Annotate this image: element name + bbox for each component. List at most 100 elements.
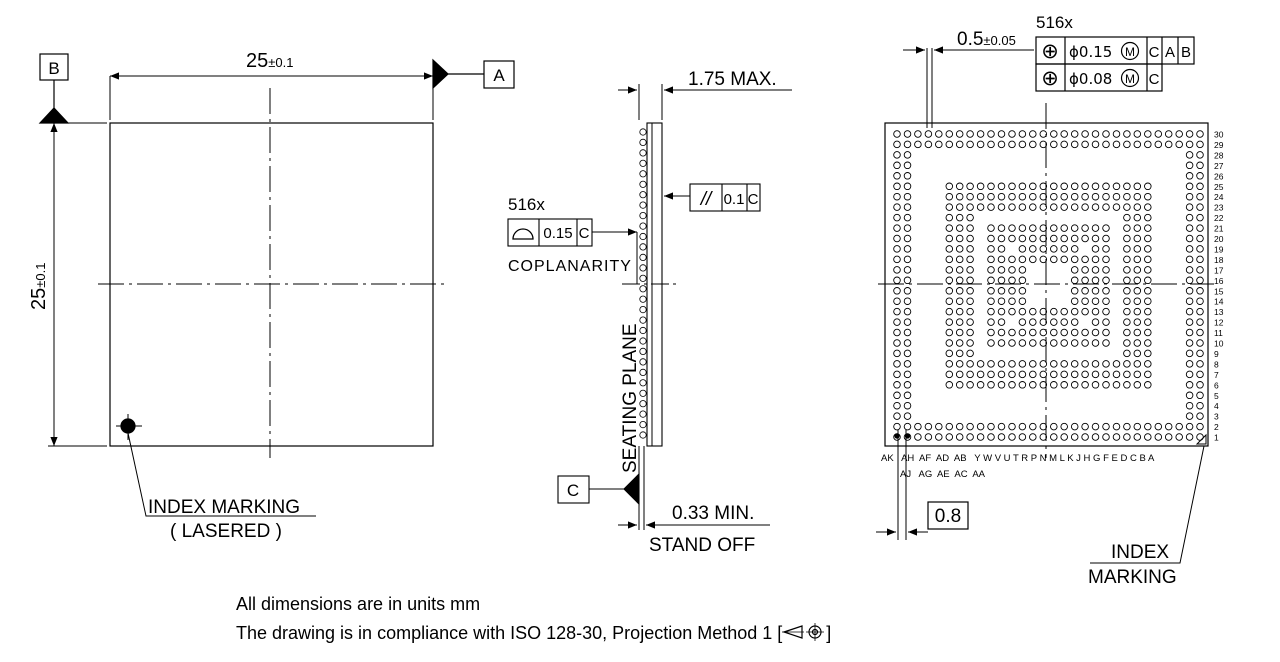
solder-ball [1081, 255, 1089, 264]
solder-ball [1196, 161, 1204, 170]
solder-ball [955, 213, 964, 222]
solder-ball [893, 213, 901, 222]
solder-ball [914, 140, 922, 149]
solder-ball [1081, 422, 1089, 431]
solder-ball [1039, 328, 1048, 337]
solder-ball [893, 224, 901, 232]
solder-ball [903, 381, 912, 389]
solder-ball [987, 203, 995, 211]
fcf1-datum-a: A [1165, 44, 1175, 61]
solder-ball [1008, 130, 1016, 138]
side-ball [639, 138, 647, 146]
solder-ball [966, 245, 974, 253]
row-numbers: 3029282726252423222120191817161514131211… [1214, 130, 1224, 443]
solder-ball [1008, 381, 1016, 389]
solder-ball [945, 192, 954, 201]
side-ball [639, 191, 647, 199]
solder-ball [966, 224, 974, 232]
solder-ball [1175, 130, 1183, 138]
solder-ball [997, 182, 1006, 191]
solder-ball [976, 130, 985, 138]
max-height-label: 1.75 MAX. [688, 69, 777, 90]
solder-ball [1091, 360, 1100, 368]
row-number-label: 18 [1214, 255, 1224, 265]
solder-ball [976, 422, 985, 431]
solder-ball [1185, 276, 1194, 285]
solder-ball [1196, 172, 1204, 180]
solder-ball [966, 213, 974, 222]
solder-ball [1039, 192, 1048, 201]
solder-ball [976, 203, 985, 211]
solder-ball [1091, 433, 1100, 441]
solder-ball [1039, 360, 1048, 368]
solder-ball [1070, 255, 1079, 264]
solder-ball [955, 255, 964, 264]
solder-ball [1164, 433, 1173, 441]
front-view [38, 53, 515, 517]
solder-ball [1144, 381, 1152, 389]
solder-ball [1070, 130, 1079, 138]
solder-ball [1060, 130, 1068, 138]
mmc-circle-2 [1120, 68, 1140, 88]
datum-a-label: A [493, 66, 505, 85]
solder-ball [945, 433, 954, 441]
solder-ball [893, 276, 901, 285]
solder-ball [1018, 433, 1027, 441]
solder-ball [903, 255, 912, 264]
solder-ball [1091, 276, 1100, 285]
solder-ball [1008, 192, 1016, 201]
solder-ball [1133, 433, 1142, 441]
solder-ball [997, 422, 1006, 431]
solder-ball [1112, 381, 1121, 389]
note-iso: The drawing is in compliance with ISO 12… [236, 622, 831, 644]
height-dimension-text: 25±0.1 [28, 263, 50, 310]
solder-ball [1018, 381, 1027, 389]
index-marking-label: INDEX MARKING [148, 497, 300, 518]
solder-ball [945, 213, 954, 222]
solder-ball [1060, 433, 1068, 441]
row-number-label: 11 [1214, 328, 1223, 338]
coplanarity-value: 0.15 [543, 225, 572, 242]
solder-ball [1008, 287, 1016, 295]
solder-ball [987, 433, 995, 441]
solder-ball [1102, 192, 1110, 201]
solder-ball [903, 203, 912, 211]
solder-ball [1144, 234, 1152, 243]
bottom-view [876, 36, 1214, 564]
solder-ball [893, 349, 901, 358]
solder-ball [1081, 130, 1089, 138]
side-ball [639, 128, 647, 136]
solder-ball [1091, 370, 1100, 379]
solder-ball [1070, 360, 1079, 368]
solder-ball [945, 370, 954, 379]
mmc-circle-1 [1120, 41, 1140, 61]
solder-ball [893, 360, 901, 368]
row-number-label: 28 [1214, 150, 1224, 160]
solder-ball [1102, 130, 1110, 138]
lasered-label: ( LASERED ) [170, 521, 282, 542]
solder-ball [945, 349, 954, 358]
solder-ball [1123, 245, 1131, 253]
solder-ball [1112, 360, 1121, 368]
solder-ball [1039, 381, 1048, 389]
solder-ball [1070, 234, 1079, 243]
datum-a-box [483, 60, 515, 89]
solder-ball [1133, 182, 1142, 191]
solder-ball [1123, 422, 1131, 431]
solder-ball [893, 245, 901, 253]
solder-ball [987, 192, 995, 201]
solder-ball [945, 307, 954, 316]
solder-ball [987, 140, 995, 149]
side-ball [639, 337, 647, 345]
side-ball [639, 389, 647, 397]
solder-ball [955, 287, 964, 295]
solder-ball [1133, 297, 1142, 305]
solder-ball [1196, 130, 1204, 138]
solder-ball [955, 224, 964, 232]
solder-ball [1008, 276, 1016, 285]
solder-ball [1133, 213, 1142, 222]
solder-ball [1070, 381, 1079, 389]
solder-ball [1039, 370, 1048, 379]
solder-ball [1008, 224, 1016, 232]
